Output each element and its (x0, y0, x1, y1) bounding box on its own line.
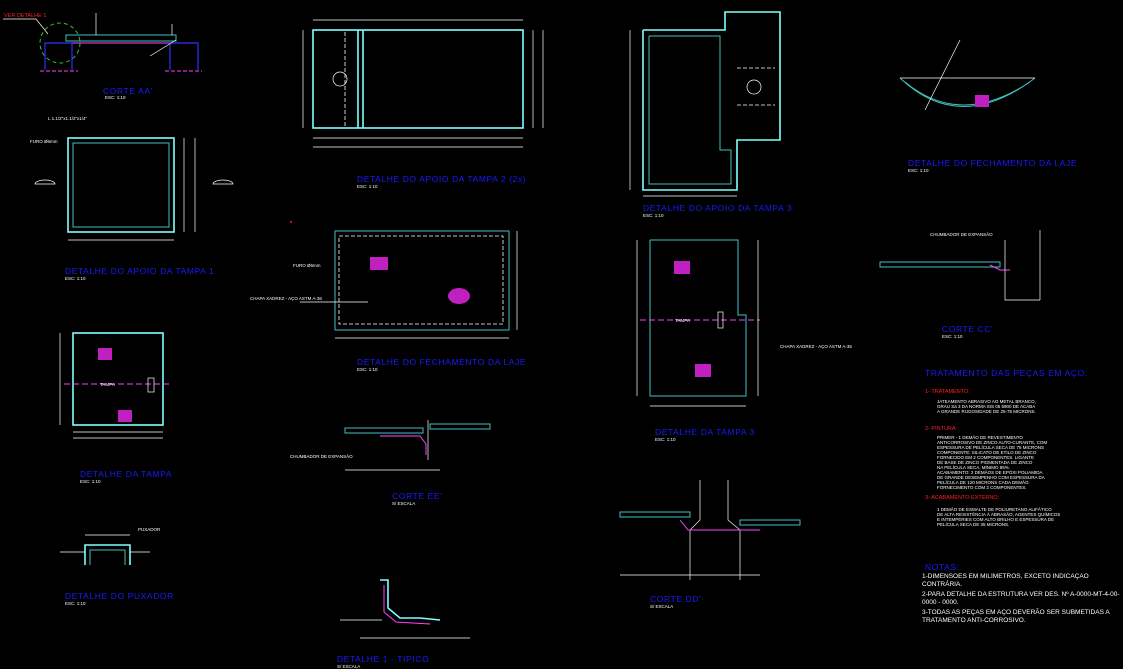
treatment-line: ANTICORROSIVO DE ZINCO AUTO-CURANTE, COM (937, 440, 1047, 445)
treatment-line: PELÍCULA SECA DE 35 MICRONS. (937, 521, 1009, 527)
view-title: DETALHE DO APOIO DA TAMPA 1 (65, 266, 214, 276)
corte-cc-view: CHUMBADOR DE EXPANSÃO CORTE CC' ESC: 1:1… (879, 230, 1041, 339)
view-title: CORTE EE' (392, 491, 442, 501)
ver-detalhe-callout: VER DETALHE 1 (4, 13, 46, 19)
view-scale: ESC: 1:10 (357, 184, 378, 189)
treatment-line: NA PELÍCULA SECA, MÍNIMO 85%. (937, 464, 1010, 470)
view-title: CORTE DD' (650, 594, 701, 604)
tampa-label: TAMPA (675, 318, 690, 323)
treatment-line: FORNECIMENTO COM 2 COMPONENTES. (937, 485, 1027, 490)
tampa-3-view: TAMPA CHAPA XADREZ - AÇO ASTM A-36 DETAL… (636, 239, 852, 442)
treatment-line: ESPESSURA DE PELÍCULA SECA DE 75 MICRONS (937, 444, 1044, 450)
view-title: DETALHE DO FECHAMENTO DA LAJE (908, 158, 1077, 168)
view-scale: ESC: 1:10 (65, 276, 86, 281)
treatment-line: 1 DEMÃO DE ESMALTE DE POLIURETANO ALIFÁT… (937, 506, 1052, 512)
puxador-view: PUXADOR DETALHE DO PUXADOR ESC: 1:10 (60, 527, 174, 606)
puxador-label: PUXADOR (138, 527, 161, 532)
view-title: DETALHE DA TAMPA 3 (655, 427, 755, 437)
treatment-heading: 2- PINTURA: (925, 426, 958, 432)
apoio-tampa-2-view: DETALHE DO APOIO DA TAMPA 2 (2x) ESC: 1:… (302, 19, 544, 189)
view-title: DETALHE 1 - TIPICO (337, 654, 429, 664)
view-scale: ESC: 1:10 (65, 601, 86, 606)
view-scale: ESC: 1:10 (357, 367, 378, 372)
note-item: 2-PARA DETALHE DA ESTRUTURA VER DES. Nº … (922, 591, 1120, 606)
chapa-label: CHAPA XADREZ - AÇO ASTM A-36 (780, 344, 852, 349)
treatment-heading: 1- TRATAMENTO: (925, 389, 970, 395)
chapa-section (65, 34, 177, 42)
view-scale: ESC: 1:10 (942, 334, 963, 339)
furo-label: FURO Ø6mm (293, 263, 321, 268)
treatment-line: PELÍCULA DE 120 MICRONS CADA DEMÃO. (937, 479, 1030, 485)
view-scale: S/ ESCALA (392, 501, 415, 506)
treatment-line: FORNECIDO EM 2 COMPONENTES. LIGANTE (937, 455, 1034, 460)
stray-point (290, 221, 292, 223)
view-title: CORTE CC' (942, 324, 993, 334)
treatment-line: GRAU Sa 3 DA NORMA SIS 05 5900 DE ACABA (937, 404, 1035, 409)
treatment-line: COMPONENTE: SILICATO DE ETILO DE ZINCO (937, 450, 1037, 455)
notes-title: NOTAS: (925, 562, 960, 572)
corte-ee-view: CHUMBADOR DE EXPANSÃO CORTE EE' S/ ESCAL… (290, 420, 491, 506)
corte-aa-view: VER DETALHE 1 CORTE AA' ESC: 1:10 (3, 13, 202, 100)
view-scale: ESC: 1:10 (655, 437, 676, 442)
view-title: DETALHE DO FECHAMENTO DA LAJE (357, 357, 526, 367)
view-title: CORTE AA' (103, 86, 153, 96)
apoio-tampa-1-view: FURO Ø6mm L 1.1/2"x1.1/2"x1/4" DETALHE D… (30, 116, 234, 281)
apoio-tampa-3-view: DETALHE DO APOIO DA TAMPA 3 ESC: 1:10 (629, 11, 792, 218)
treatment-title: TRATAMENTO DAS PEÇAS EM AÇO: (925, 368, 1088, 378)
view-scale: ESC: 1:10 (105, 95, 126, 100)
treatment-line: JATEAMENTO ABRASIVO AO METAL BRANCO, (937, 399, 1036, 404)
view-scale: ESC: 1:10 (643, 213, 664, 218)
cantoneira-label: L 1.1/2"x1.1/2"x1/4" (48, 116, 88, 121)
chumbador-label: CHUMBADOR DE EXPANSÃO (290, 453, 353, 459)
treatment-line: DE GRANDE DESEMPENHO COM ESPESSURA DA (937, 475, 1045, 480)
chapa-label: CHAPA XADREZ - AÇO ASTM A-36 (250, 296, 322, 301)
view-title: DETALHE DO APOIO DA TAMPA 3 (643, 203, 792, 213)
view-scale: S/ ESCALA (650, 604, 673, 609)
note-item: 3-TODAS AS PEÇAS EM AÇO DEVERÃO SER SUBM… (922, 609, 1110, 624)
view-title: DETALHE DO PUXADOR (65, 591, 174, 601)
tampa-view: TAMPA DETALHE DA TAMPA ESC: 1:10 (59, 332, 172, 484)
treatment-line: E INTEMPÉRIES COM ALTO BRILHO E ESPESSUR… (937, 516, 1054, 522)
treatment-line: A GRANDE RUGOSIDADE DE 25-75 MICRONS. (937, 409, 1036, 414)
view-scale: ESC: 1:10 (908, 168, 929, 173)
note-item: 1-DIMENSÕES EM MILÍMETROS, EXCETO INDICA… (922, 573, 1089, 588)
treatment-line: ACABAMENTO: 2 DEMÃOS DE EPÓXI POLIAMIDA (937, 469, 1042, 475)
detalhe-1-view: DETALHE 1 - TIPICO S/ ESCALA (337, 579, 470, 669)
treatment-line: DE ALTA RESISTÊNCIA À ABRASÃO, AGENTES Q… (937, 510, 1060, 517)
view-title: DETALHE DA TAMPA (80, 469, 172, 479)
treatment-heading: 3- ACABAMENTO EXTERNO: (925, 495, 1000, 501)
chumbador-label: CHUMBADOR DE EXPANSÃO (930, 231, 993, 237)
tampa-label: TAMPA (100, 382, 115, 387)
corte-dd-view: CORTE DD' S/ ESCALA (619, 480, 801, 609)
treatment-line: PRIMER - 1 DEMÃO DE REVESTIMENTO (937, 434, 1023, 440)
fechamento-laje-right-view: DETALHE DO FECHAMENTO DA LAJE ESC: 1:10 (899, 39, 1077, 173)
furo-label: FURO Ø6mm (30, 139, 58, 144)
treatment-notes: TRATAMENTO DAS PEÇAS EM AÇO: 1- TRATAMEN… (922, 368, 1120, 624)
notes-list: 1-DIMENSÕES EM MILÍMETROS, EXCETO INDICA… (922, 573, 1120, 624)
view-scale: S/ ESCALA (337, 664, 360, 669)
treatment-line: DE BASE DE ZINCO PIGMENTADA DE ZINCO (937, 460, 1033, 465)
view-scale: ESC: 1:10 (80, 479, 101, 484)
view-title: DETALHE DO APOIO DA TAMPA 2 (2x) (357, 174, 526, 184)
fechamento-laje-view: FURO Ø6mm CHAPA XADREZ - AÇO ASTM A-36 D… (250, 230, 526, 372)
